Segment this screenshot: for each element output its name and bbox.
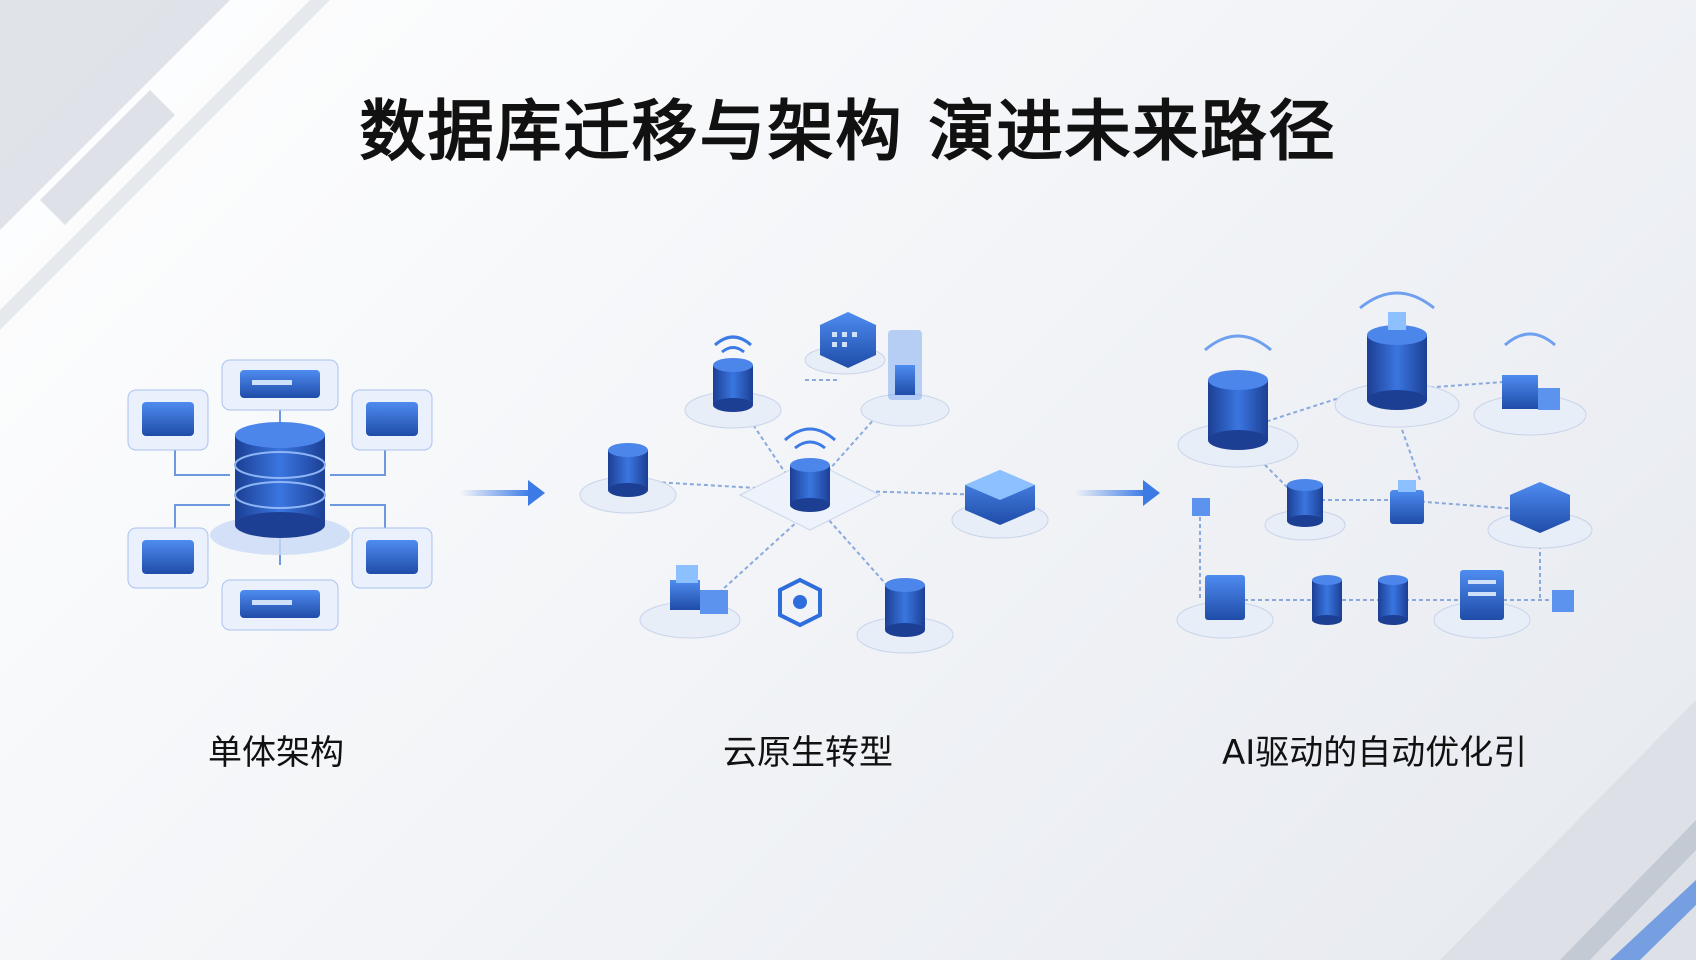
ai-server-icon-right xyxy=(1473,332,1587,436)
panel-icon-right-bottom xyxy=(351,527,433,589)
ai-rack-icon-left xyxy=(1176,575,1274,639)
cloud-native-diagram xyxy=(579,312,1049,654)
kubernetes-icon xyxy=(778,577,822,628)
ai-database-icon-small-1 xyxy=(1312,575,1342,625)
database-icon-bottom xyxy=(856,578,954,654)
panel-icon-right-top xyxy=(351,389,433,451)
ai-chip-icon xyxy=(1390,480,1424,524)
module-icon-right xyxy=(951,470,1049,539)
ai-module-icon-right xyxy=(1487,482,1593,549)
ai-database-icon-left xyxy=(1177,334,1299,468)
central-database-icon-2 xyxy=(738,427,882,531)
database-icon-left xyxy=(579,443,677,514)
panel-icon-bottom xyxy=(221,579,339,631)
container-icon xyxy=(860,330,950,427)
server-cube-icon xyxy=(804,312,886,375)
ai-small-cube-right xyxy=(1552,590,1574,612)
panel-icon-top xyxy=(221,359,339,411)
stage-label-monolith: 单体架构 xyxy=(208,733,344,773)
ai-rack-icon-right xyxy=(1433,570,1531,639)
blocks-icon xyxy=(639,565,741,639)
monolith-diagram xyxy=(127,359,433,631)
ai-driven-diagram xyxy=(1176,291,1593,639)
arrow-icon-1 xyxy=(460,480,545,506)
panel-icon-left-bottom xyxy=(127,527,209,589)
diagram-stage xyxy=(0,280,1696,680)
arrow-icon-2 xyxy=(1075,480,1160,506)
ai-database-icon-center xyxy=(1334,291,1460,428)
ai-database-icon-small-2 xyxy=(1378,575,1408,625)
ai-small-cube-left xyxy=(1192,498,1210,516)
central-database-icon xyxy=(210,422,350,555)
page-title: 数据库迁移与架构 演进未来路径 xyxy=(359,93,1337,170)
panel-icon-left-top xyxy=(127,389,209,451)
stage-label-cloud-native: 云原生转型 xyxy=(723,733,893,773)
ai-database-icon-mid xyxy=(1264,479,1346,541)
stage-label-ai-driven: AI驱动的自动优化引 xyxy=(1222,733,1528,773)
database-icon-top xyxy=(684,335,782,429)
